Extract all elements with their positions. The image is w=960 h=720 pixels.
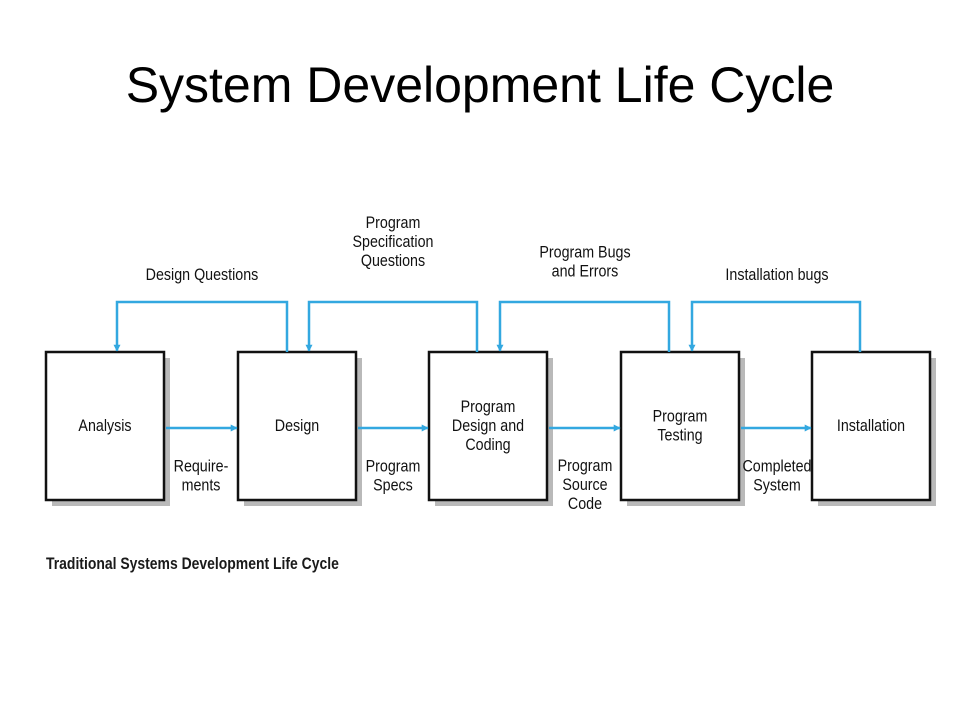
feedback-arrow-design-to-analysis: [113, 300, 289, 352]
feedback-arrow-program-design-coding-to-design: [305, 300, 479, 352]
phase-label-design: Design: [275, 417, 319, 435]
feedback-arrow-installation-to-program-testing: [688, 300, 862, 352]
feedback-label-installation-to-program-testing: Installation bugs: [725, 266, 828, 284]
phase-box-program-testing: [619, 350, 741, 502]
feedback-arrow-program-testing-to-program-design-coding: [496, 300, 671, 352]
phase-label-analysis: Analysis: [78, 417, 131, 435]
phase-box-program-design-coding: [427, 350, 549, 502]
phase-box-design: [236, 350, 358, 502]
figure-caption: Traditional Systems Development Life Cyc…: [46, 554, 339, 573]
page-title: System Development Life Cycle: [125, 57, 835, 113]
feedback-label-design-to-analysis: Design Questions: [146, 266, 259, 284]
phase-box-analysis: [44, 350, 166, 502]
phase-box-installation: [810, 350, 932, 502]
phase-label-installation: Installation: [837, 417, 905, 435]
flow-label-analysis-to-design: Require-ments: [174, 457, 229, 494]
